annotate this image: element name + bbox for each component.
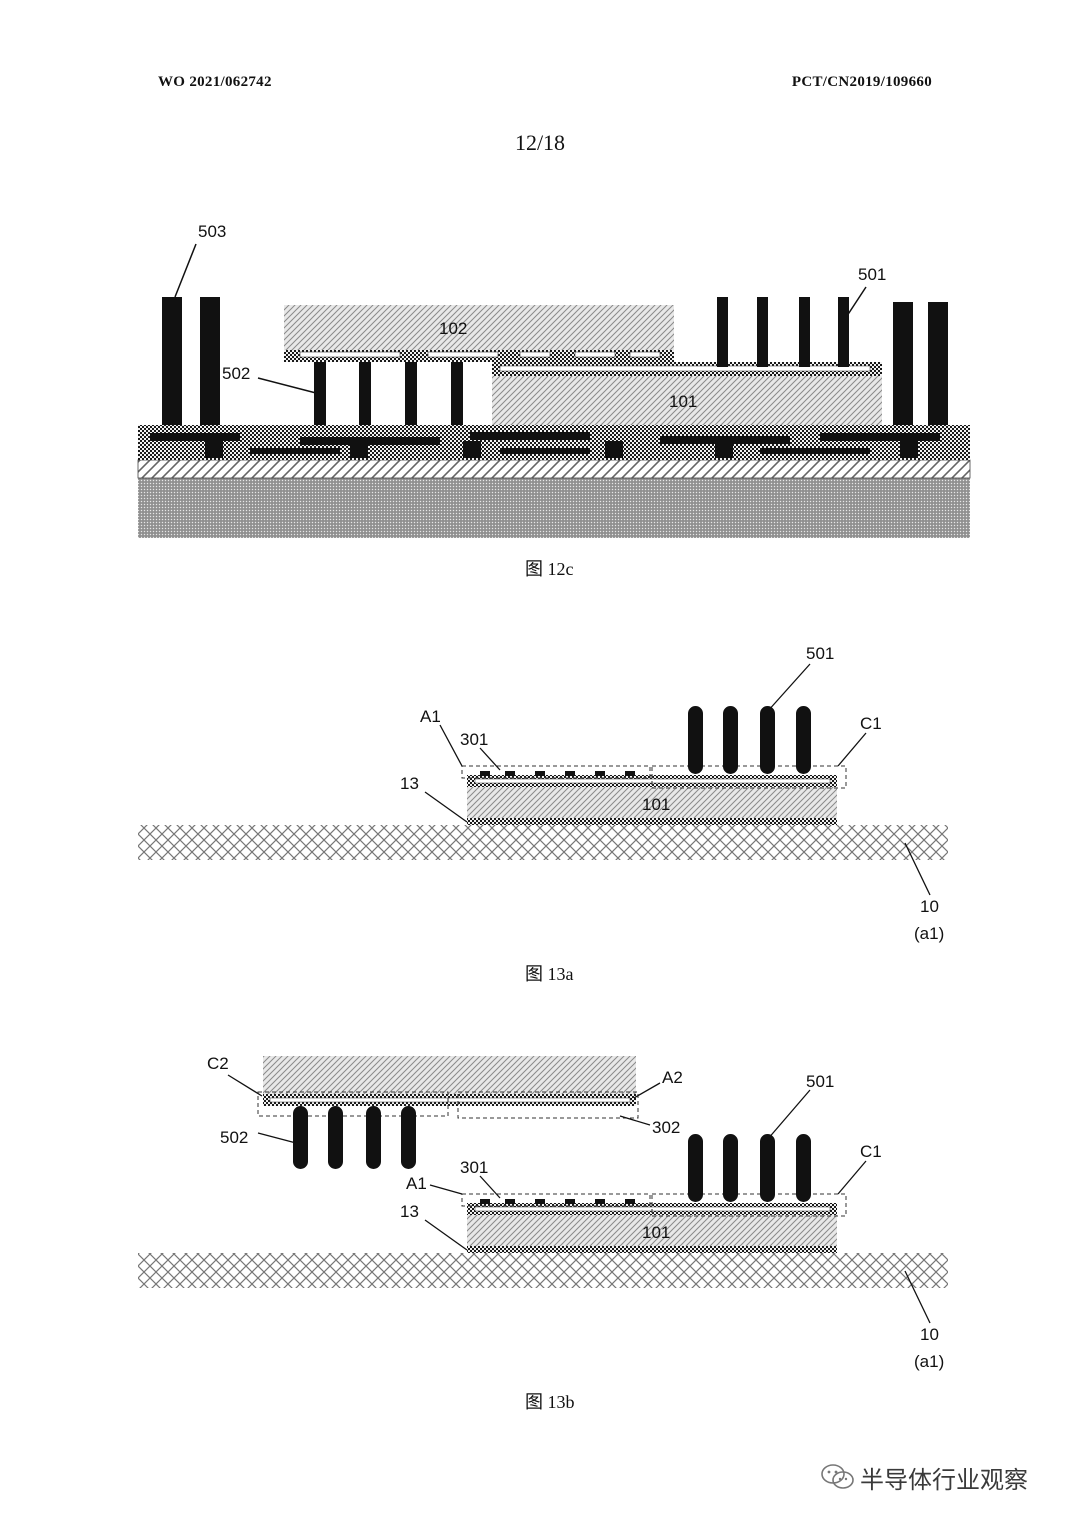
caption-13a: 图 13a (525, 964, 574, 984)
pillars-501 (717, 297, 849, 367)
label-A1: A1 (420, 707, 441, 726)
rdl-traces (150, 432, 940, 458)
die-101 (467, 1215, 837, 1246)
label-501: 501 (806, 644, 834, 663)
carrier-10 (138, 825, 948, 860)
watermark: 半导体行业观察 (820, 1458, 1060, 1498)
label-503: 503 (198, 222, 226, 241)
label-C1: C1 (860, 1142, 882, 1161)
watermark-text: 半导体行业观察 (860, 1466, 1028, 1494)
pillars-501 (688, 1134, 811, 1202)
redistribution-layer (138, 425, 970, 460)
label-A1: A1 (406, 1174, 427, 1193)
label-101: 101 (669, 392, 697, 411)
label-a1: (a1) (914, 924, 944, 943)
label-C1: C1 (860, 714, 882, 733)
region-C2 (257, 1091, 449, 1117)
release-layer (137, 459, 971, 479)
page-number: 12/18 (514, 130, 566, 155)
figure-12c: 503 502 501 102 101 图 12c (137, 222, 971, 579)
label-102: 102 (439, 319, 467, 338)
region-C1 (651, 1193, 847, 1217)
pillars-503 (162, 297, 948, 425)
die-102 (263, 1056, 636, 1094)
carrier-10 (138, 1253, 948, 1288)
pillars-501 (688, 706, 811, 774)
region-A1 (461, 765, 651, 779)
die-102 (284, 305, 674, 350)
region-C1 (651, 765, 847, 789)
pillars-502 (314, 362, 463, 425)
label-302: 302 (652, 1118, 680, 1137)
region-A1 (461, 1193, 651, 1207)
die-101 (467, 787, 837, 818)
die-101 (492, 376, 882, 425)
label-301: 301 (460, 1158, 488, 1177)
label-a1: (a1) (914, 1352, 944, 1371)
label-10: 10 (920, 897, 939, 916)
label-501: 501 (858, 265, 886, 284)
carrier-substrate (138, 478, 970, 538)
wechat-icon (821, 1464, 854, 1489)
adhesive-13 (467, 1246, 837, 1253)
figure-13a: 501 C1 A1 301 13 101 10 (a1) 图 13a (138, 644, 948, 984)
caption-12c: 图 12c (525, 559, 574, 579)
caption-13b: 图 13b (525, 1392, 575, 1412)
label-502: 502 (220, 1128, 248, 1147)
label-301: 301 (460, 730, 488, 749)
label-A2: A2 (662, 1068, 683, 1087)
adhesive-13 (467, 818, 837, 825)
label-101: 101 (642, 795, 670, 814)
figure-13b: C2 A2 501 502 302 C1 301 A1 13 101 10 (a… (138, 1054, 948, 1412)
label-502: 502 (222, 364, 250, 383)
pillars-502 (293, 1106, 416, 1169)
application-number: PCT/CN2019/109660 (791, 74, 932, 90)
label-501: 501 (806, 1072, 834, 1091)
region-A2 (457, 1091, 639, 1119)
label-13: 13 (400, 1202, 419, 1221)
label-C2: C2 (207, 1054, 229, 1073)
label-13: 13 (400, 774, 419, 793)
patent-publication-number: WO 2021/062742 (158, 74, 272, 90)
label-101: 101 (642, 1223, 670, 1242)
label-10: 10 (920, 1325, 939, 1344)
